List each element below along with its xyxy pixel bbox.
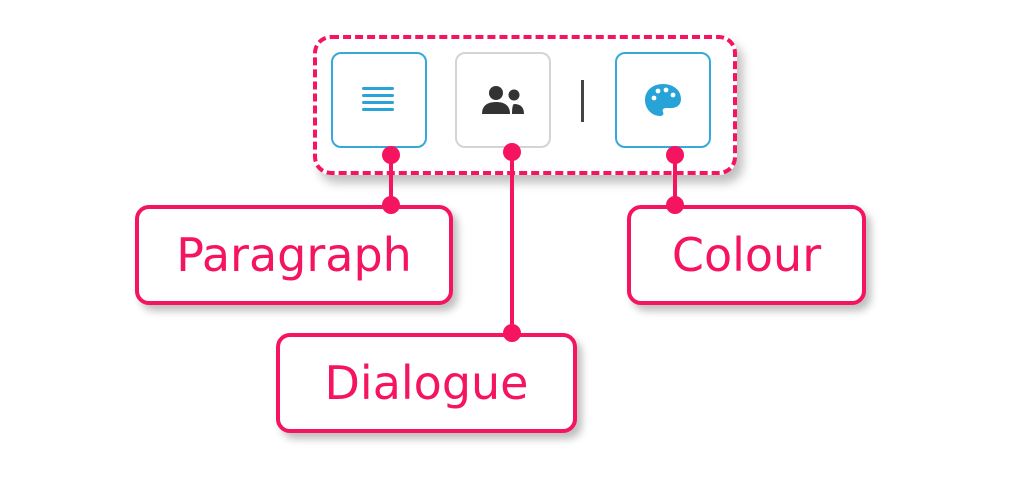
connector-dot [382, 196, 400, 214]
connector-dot [666, 146, 684, 164]
connector-dot [666, 196, 684, 214]
paragraph-label: Paragraph [135, 205, 453, 305]
dialogue-label: Dialogue [276, 333, 577, 433]
dialogue-button[interactable] [455, 52, 551, 148]
connector-dot [503, 324, 521, 342]
connector-dot [382, 146, 400, 164]
paragraph-button[interactable] [331, 52, 427, 148]
connector-colour [673, 155, 677, 205]
connector-dot [503, 143, 521, 161]
dialogue-icon [482, 86, 524, 114]
colour-button[interactable] [615, 52, 711, 148]
connector-paragraph [389, 155, 393, 205]
toolbar-divider [581, 80, 584, 122]
colour-label: Colour [627, 205, 866, 305]
connector-dialogue [510, 152, 514, 333]
paragraph-icon [362, 87, 394, 111]
palette-icon [645, 84, 681, 116]
